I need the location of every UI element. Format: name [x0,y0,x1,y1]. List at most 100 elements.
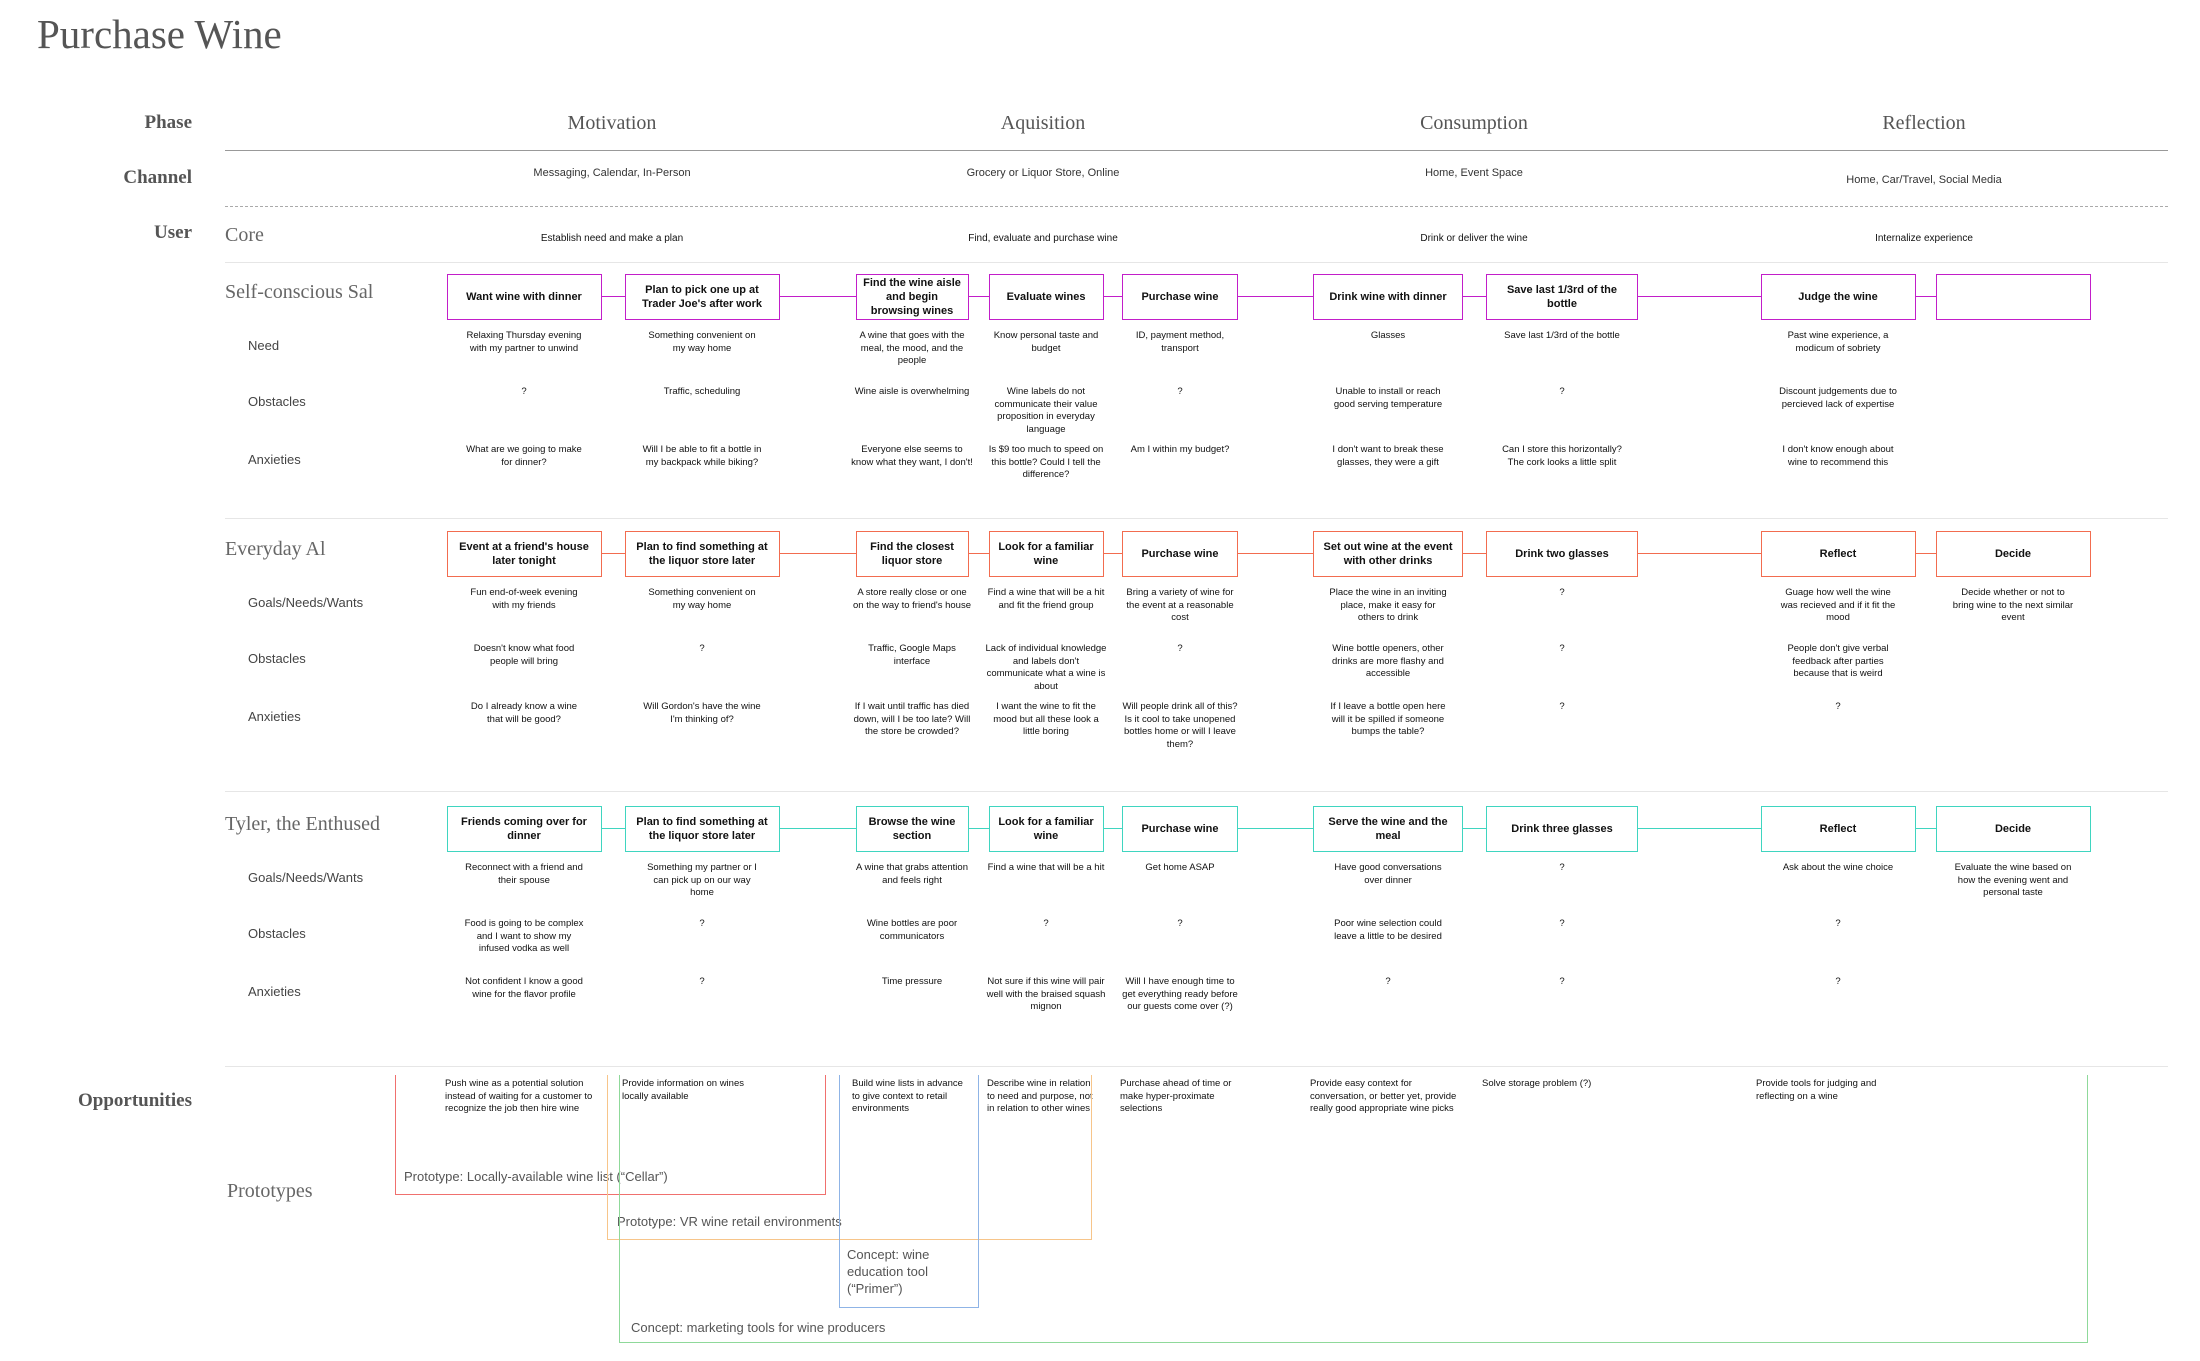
journey-cell: Wine bottles are poor communicators [866,918,958,942]
persona-tyler-row-label: Anxieties [248,984,301,999]
journey-cell: ? [1177,386,1183,397]
concept-primer-label: Concept: wine education tool (“Primer”) [847,1247,930,1296]
journey-cell: A store really close or one on the way t… [853,587,971,611]
step-box: Drink two glasses [1486,531,1638,577]
journey-cell: Past wine experience, a modicum of sobri… [1787,330,1889,354]
journey-cell: Find a wine that will be a hit and fit t… [987,587,1105,611]
journey-cell: Will people drink all of this? Is it coo… [1122,701,1238,750]
phase-divider [225,150,2168,151]
core-motivation: Establish need and make a plan [540,233,684,244]
persona-al-row-label: Obstacles [248,651,306,666]
journey-cell: Have good conversations over dinner [1334,862,1442,886]
phase-motivation: Motivation [567,112,657,134]
persona-al-row-label: Anxieties [248,709,301,724]
journey-cell: ? [521,386,527,397]
step-box: Find the wine aisle and begin browsing w… [855,274,969,320]
journey-cell: Wine bottle openers, other drinks are mo… [1332,643,1444,679]
journey-cell: ? [1835,976,1841,987]
step-box: Drink three glasses [1486,806,1638,852]
journey-cell: Doesn't know what food people will bring [473,643,575,667]
journey-cell: Wine labels do not communicate their val… [994,386,1098,435]
step-box: Plan to find something at the liquor sto… [624,531,780,577]
step-box: Purchase wine [1122,274,1238,320]
journey-cell: ID, payment method, transport [1135,330,1225,354]
journey-cell: ? [1043,918,1049,929]
step-box: Reflect [1760,531,1916,577]
journey-cell: Traffic, scheduling [663,386,741,397]
prototype-vr-bracket [607,1075,1092,1240]
channel-aquisition: Grocery or Liquor Store, Online [966,167,1120,179]
journey-cell: Guage how well the wine was recieved and… [1780,587,1896,623]
opportunity-note: Describe wine in relation to need and pu… [987,1078,1093,1114]
opportunity-note: Provide tools for judging and reflecting… [1756,1078,1877,1102]
journey-cell: Place the wine in an inviting place, mak… [1329,587,1447,623]
core-aquisition: Find, evaluate and purchase wine [968,233,1118,244]
journey-cell: Everyone else seems to know what they wa… [851,444,973,468]
journey-cell: Relaxing Thursday evening with my partne… [466,330,582,354]
journey-cell: What are we going to make for dinner? [466,444,582,468]
opportunities-row-label: Opportunities [77,1090,192,1111]
journey-cell: Is $9 too much to speed on this bottle? … [988,444,1104,480]
step-box: Decide [1935,531,2091,577]
step-box: Purchase wine [1122,806,1238,852]
opportunity-note: Provide information on wines locally ava… [622,1078,744,1102]
journey-cell: Will Gordon's have the wine I'm thinking… [643,701,761,725]
step-box: Judge the wine [1760,274,1916,320]
journey-cell: If I wait until traffic has died down, w… [853,701,971,737]
opportunity-note: Build wine lists in advance to give cont… [852,1078,963,1114]
journey-cell: Something convenient on my way home [648,330,756,354]
journey-cell: Ask about the wine choice [1782,862,1894,873]
journey-cell: Traffic, Google Maps interface [868,643,956,667]
journey-cell: Not sure if this wine will pair well wit… [986,976,1106,1012]
journey-cell: People don't give verbal feedback after … [1787,643,1889,679]
step-box: Find the closest liquor store [855,531,969,577]
journey-cell: Will I be able to fit a bottle in my bac… [642,444,762,468]
journey-cell: Not confident I know a good wine for the… [465,976,583,1000]
journey-cell: Save last 1/3rd of the bottle [1504,330,1620,341]
opportunity-note: Push wine as a potential solution instea… [445,1078,593,1114]
step-box: Look for a familiar wine [988,806,1104,852]
phase-row-label: Phase [144,112,193,133]
journey-cell: ? [1559,862,1565,873]
journey-cell: Evaluate the wine based on how the eveni… [1954,862,2072,898]
journey-cell: Unable to install or reach good serving … [1333,386,1443,410]
prototype-cellar-label: Prototype: Locally-available wine list (… [404,1169,668,1184]
journey-cell: ? [699,976,705,987]
step-box: Drink wine with dinner [1313,274,1463,320]
journey-cell: Am I within my budget? [1130,444,1230,455]
persona-tyler-connector [446,828,2091,829]
journey-cell: ? [699,918,705,929]
persona-name-al: Everyday Al [225,538,326,560]
persona-tyler-row-label: Obstacles [248,926,306,941]
journey-cell: I don't know enough about wine to recomm… [1782,444,1894,468]
step-box: Decide [1935,806,2091,852]
channel-divider [225,206,2168,207]
journey-cell: ? [1385,976,1391,987]
journey-cell: I don't want to break these glasses, the… [1332,444,1444,468]
step-box: Browse the wine section [855,806,969,852]
channel-reflection: Home, Car/Travel, Social Media [1846,174,2002,186]
persona-sal-row-label: Anxieties [248,452,301,467]
journey-cell: Fun end-of-week evening with my friends [470,587,578,611]
step-box: Event at a friend's house later tonight [446,531,602,577]
journey-cell: If I leave a bottle open here will it be… [1330,701,1446,737]
journey-cell: Will I have enough time to get everythin… [1122,976,1238,1012]
step-box [1935,274,2091,320]
journey-cell: ? [1559,587,1565,598]
journey-cell: ? [1177,643,1183,654]
journey-cell: ? [1559,386,1565,397]
persona-al-row-label: Goals/Needs/Wants [248,595,364,610]
journey-cell: A wine that grabs attention and feels ri… [856,862,968,886]
journey-cell: Discount judgements due to percieved lac… [1779,386,1897,410]
journey-cell: Know personal taste and budget [993,330,1099,354]
concept-marketing-label: Concept: marketing tools for wine produc… [631,1320,886,1335]
step-box: Reflect [1760,806,1916,852]
journey-cell: ? [699,643,705,654]
step-box: Save last 1/3rd of the bottle [1486,274,1638,320]
core-label: Core [225,224,264,246]
step-box: Want wine with dinner [446,274,602,320]
persona-al-connector [446,553,2091,554]
user-row-label: User [154,222,192,243]
journey-cell: Reconnect with a friend and their spouse [465,862,583,886]
step-box: Purchase wine [1122,531,1238,577]
